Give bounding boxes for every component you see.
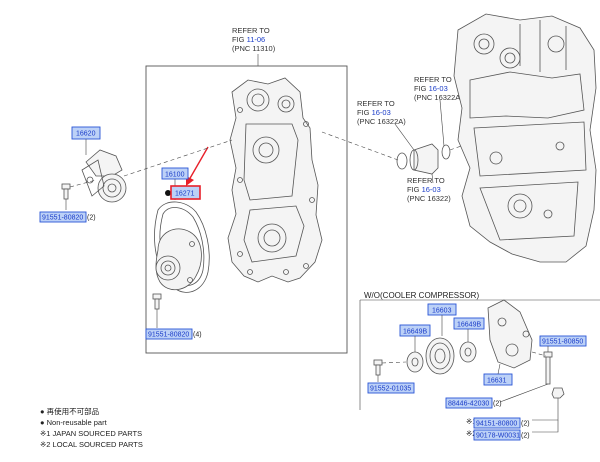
source-mark-1: ※1 [466, 417, 476, 426]
water-pump-drawing [155, 228, 202, 290]
ref-fig-link[interactable]: 16-03 [429, 84, 448, 93]
ref-pnc: (PNC 16322A) [414, 93, 463, 102]
quantity-label: (4) [193, 332, 202, 339]
ref-line2: FIG 11-06 [232, 35, 265, 44]
ref-fig-prefix: FIG [407, 185, 422, 194]
stud-bolt-drawing [543, 351, 553, 385]
part-label-16649b[interactable]: 16649B [403, 329, 427, 336]
section-title: W/O(COOLER COMPRESSOR) [364, 291, 479, 300]
group-frame [145, 65, 348, 354]
ref-line1: REFER TO [232, 26, 270, 35]
ref-note-oil-cooler-top: REFER TO FIG 16-03 (PNC 16322A) [414, 75, 463, 102]
ref-line2: FIG 16-03 [414, 84, 448, 93]
bolt-drawing [61, 183, 71, 200]
part-label-box[interactable] [539, 335, 587, 347]
leader-line [439, 99, 445, 147]
ref-fig-link[interactable]: 11-06 [247, 35, 266, 44]
leader-line [394, 123, 415, 151]
idler-bracket-drawing [487, 299, 533, 369]
idler-pulley-no-ac-drawing [406, 337, 477, 375]
ref-line1: REFER TO [357, 99, 395, 108]
ref-fig-prefix: FIG [357, 108, 372, 117]
engine-block-drawing [453, 13, 597, 263]
highlight-arrow [186, 146, 209, 186]
bolt-drawing [152, 293, 162, 310]
bolt-drawing [373, 359, 383, 376]
part-label-16649b[interactable]: 16649B [457, 322, 481, 329]
part-label-box[interactable] [367, 382, 415, 394]
part-label-box[interactable] [445, 397, 493, 409]
ref-note-timing-cover: REFER TO FIG 11-06 (PNC 11310) [232, 26, 276, 53]
idler-pulley-drawing [81, 149, 127, 203]
part-label-box-highlighted[interactable] [170, 185, 201, 200]
legend-line-non-reusable: ● Non-reusable part [40, 418, 108, 427]
legend-line-japan-sourced: ※1 JAPAN SOURCED PARTS [40, 429, 142, 438]
part-label-box[interactable] [453, 317, 485, 330]
section-bracket [359, 299, 600, 410]
part-label-box[interactable] [39, 211, 87, 223]
part-label-16100[interactable]: 16100 [165, 172, 185, 179]
nut-drawing [551, 387, 565, 399]
part-label-88446-42030[interactable]: 88446-42030 [448, 401, 489, 408]
ref-pnc: (PNC 16322A) [357, 117, 406, 126]
dashed-leader [69, 179, 97, 188]
ref-note-oil-pipe: REFER TO FIG 16-03 (PNC 16322) [407, 176, 451, 203]
ref-line1: REFER TO [414, 75, 452, 84]
ref-fig-prefix: FIG [414, 84, 429, 93]
dashed-leader [381, 361, 407, 364]
legend: ● 再使用不可部品 ● Non-reusable part ※1 JAPAN S… [40, 406, 143, 449]
ref-pnc: (PNC 11310) [232, 44, 276, 53]
non-reusable-dot [165, 190, 171, 196]
part-label-16620[interactable]: 16620 [76, 131, 96, 138]
part-label-91551-80820[interactable]: 91551-80820 [148, 332, 189, 339]
part-label-16631[interactable]: 16631 [487, 378, 507, 385]
ref-fig-link[interactable]: 16-03 [372, 108, 391, 117]
ref-pnc: (PNC 16322) [407, 194, 451, 203]
leader-line [499, 383, 549, 403]
part-label-91551-80850[interactable]: 91551-80850 [542, 339, 583, 346]
leader-line [532, 420, 559, 433]
part-label-box[interactable] [145, 328, 193, 340]
ref-fig-link[interactable]: 16-03 [422, 185, 441, 194]
part-label-box[interactable] [473, 417, 521, 429]
quantity-label: (2) [521, 421, 530, 428]
ref-line2: FIG 16-03 [407, 185, 441, 194]
part-label-90178-w0031[interactable]: 90178-W0031 [476, 433, 520, 440]
part-label-16603[interactable]: 16603 [432, 308, 452, 315]
part-label-box[interactable] [473, 429, 521, 441]
ref-line2: FIG 16-03 [357, 108, 391, 117]
leader-line [532, 398, 559, 421]
quantity-label: (2) [87, 215, 96, 222]
legend-line-jp: ● 再使用不可部品 [40, 406, 99, 416]
part-label-91552-01035[interactable]: 91552-01035 [370, 386, 411, 393]
dashed-leader [321, 131, 399, 161]
dashed-leader [123, 139, 233, 177]
ref-fig-prefix: FIG [232, 35, 247, 44]
quantity-label: (2) [521, 433, 530, 440]
part-label-16271[interactable]: 16271 [175, 191, 195, 198]
timing-chain-cover-drawing [227, 77, 323, 283]
oil-cooler-parts-drawing [396, 143, 451, 175]
ref-note-oil-cooler-mid: REFER TO FIG 16-03 (PNC 16322A) [357, 99, 406, 126]
part-label-94151-80800[interactable]: 94151-80800 [476, 421, 517, 428]
quantity-label: (2) [493, 401, 502, 408]
ref-line1: REFER TO [407, 176, 445, 185]
source-mark-2: ※2 [466, 429, 476, 438]
leader-line [431, 173, 434, 184]
dashed-leader [531, 351, 547, 357]
legend-line-local-sourced: ※2 LOCAL SOURCED PARTS [40, 440, 143, 449]
part-label-91551-80820[interactable]: 91551-80820 [42, 215, 83, 222]
leader-line [497, 363, 501, 375]
